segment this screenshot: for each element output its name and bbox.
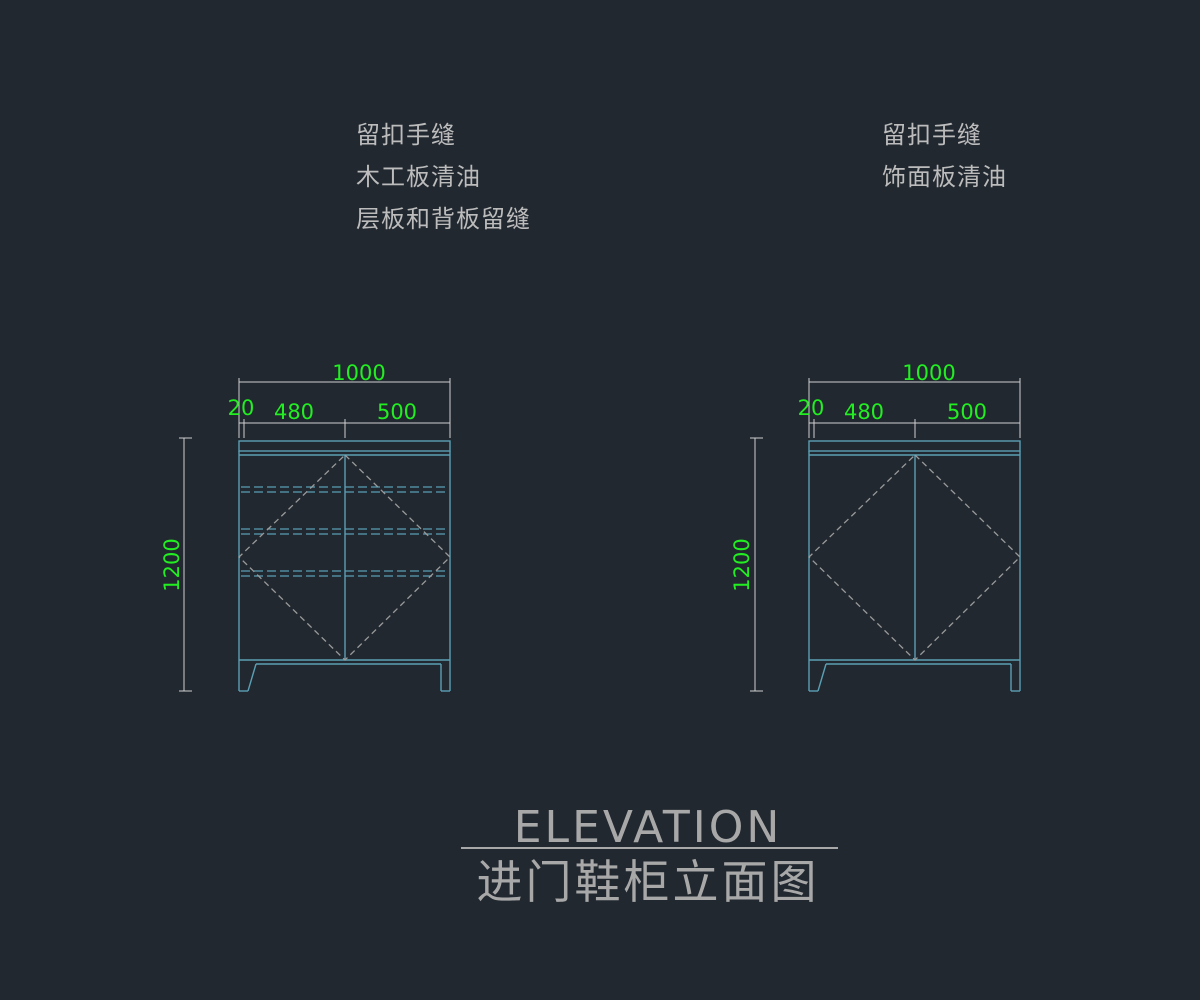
left-dim-edge: 20 [228, 396, 255, 420]
left-door-swing-lines [238, 454, 451, 661]
title-chinese: 进门鞋柜立面图 [477, 855, 820, 909]
note-left-3: 层板和背板留缝 [356, 205, 531, 233]
notes-left: 留扣手缝 木工板清油 层板和背板留缝 [356, 114, 531, 240]
right-dim-total: 1000 [902, 361, 955, 385]
left-dim-total: 1000 [332, 361, 385, 385]
left-shelves [241, 486, 448, 577]
left-elevation: 1000 20 480 500 1200 [160, 361, 451, 692]
right-countertop [808, 440, 1021, 452]
right-dim-edge: 20 [798, 396, 825, 420]
right-door-swing-lines [808, 454, 1021, 661]
left-dim-height: 1200 [160, 538, 184, 591]
right-dim-mid: 480 [844, 400, 884, 424]
right-dimensions [750, 378, 1021, 692]
left-countertop [238, 440, 451, 452]
title-block: ELEVATION 进门鞋柜立面图 [461, 802, 838, 909]
right-cabinet [808, 440, 1021, 692]
notes-right: 留扣手缝 饰面板清油 [882, 114, 1007, 198]
left-dimensions [179, 378, 451, 692]
note-left-1: 留扣手缝 [356, 121, 456, 149]
left-cabinet [238, 440, 451, 692]
right-leg-left-inner [817, 663, 827, 692]
title-english: ELEVATION [514, 802, 782, 853]
right-elevation: 1000 20 480 500 1200 [730, 361, 1021, 692]
left-leg-left-inner [247, 663, 257, 692]
note-left-2: 木工板清油 [356, 163, 481, 191]
right-dim-right: 500 [947, 400, 987, 424]
note-right-1: 留扣手缝 [882, 121, 982, 149]
left-dim-right: 500 [377, 400, 417, 424]
left-dim-mid: 480 [274, 400, 314, 424]
note-right-2: 饰面板清油 [882, 163, 1007, 191]
right-dim-height: 1200 [730, 538, 754, 591]
